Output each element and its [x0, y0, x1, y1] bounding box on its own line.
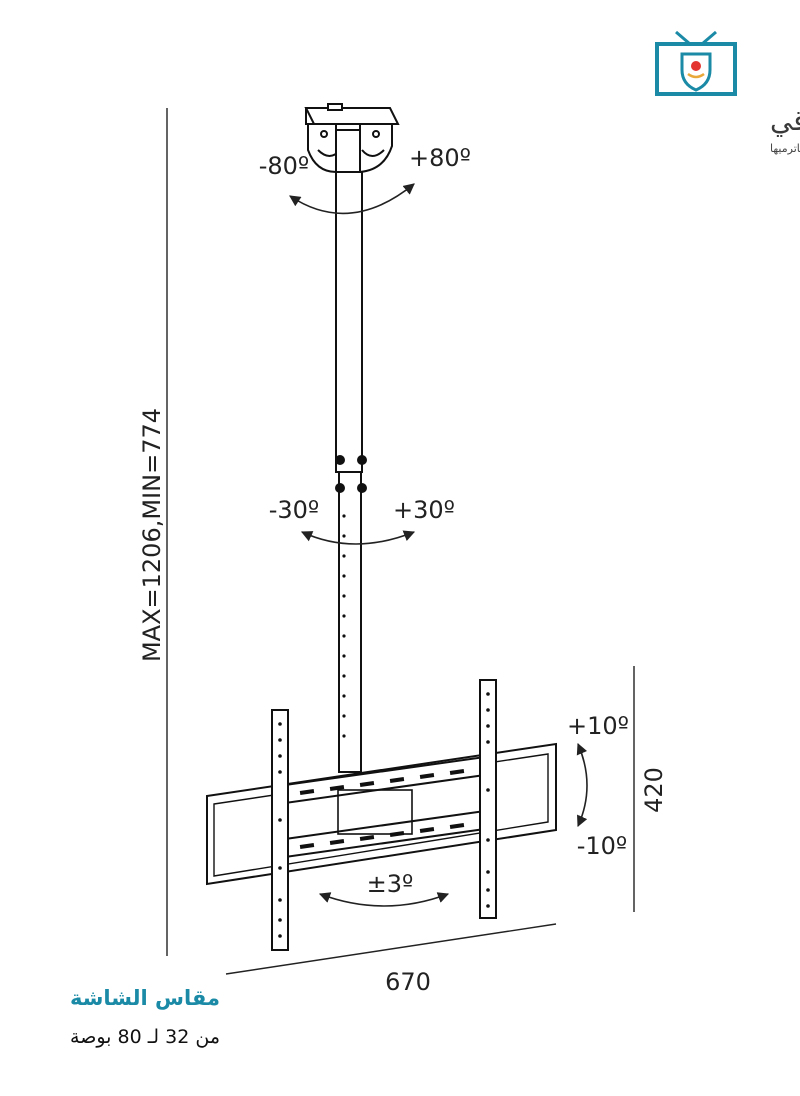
tilt-arrow: +10º -10º: [567, 712, 629, 860]
brand-name: الدرع الواقي: [770, 104, 800, 137]
height-dimension: MAX=1206,MIN=774: [138, 108, 168, 956]
plate-width-label: 670: [385, 968, 431, 996]
screen-size-range: من 32 لـ 80 بوصة: [70, 1026, 220, 1048]
tilt-down-label: -10º: [577, 832, 628, 860]
rotation-arrow: ±3º: [318, 870, 450, 907]
telescopic-pole: [335, 171, 367, 773]
screen-size-heading: مقاس الشاشة: [69, 986, 220, 1010]
top-swivel-left-label: -80º: [259, 152, 310, 180]
mid-swivel-arrow: -30º +30º: [269, 496, 455, 545]
brand-logo: الدرع الواقي شاشتك احميها.. قبل ماترميها: [655, 30, 800, 155]
rotation-label: ±3º: [367, 870, 414, 898]
mid-swivel-right-label: +30º: [393, 496, 455, 524]
tv-mount-plate: [206, 679, 557, 951]
mid-swivel-left-label: -30º: [269, 496, 320, 524]
brand-tagline: شاشتك احميها.. قبل ماترميها: [770, 142, 800, 155]
ceiling-bracket: [304, 103, 400, 175]
plate-width-dimension: 670: [225, 923, 557, 996]
top-swivel-arrow: -80º +80º: [259, 144, 471, 215]
shield-tv-icon: [655, 30, 737, 96]
plate-height-label: 420: [640, 767, 668, 813]
plate-height-dimension: 420: [633, 666, 668, 912]
tilt-up-label: +10º: [567, 712, 629, 740]
height-range-label: MAX=1206,MIN=774: [138, 408, 166, 662]
top-swivel-right-label: +80º: [409, 144, 471, 172]
